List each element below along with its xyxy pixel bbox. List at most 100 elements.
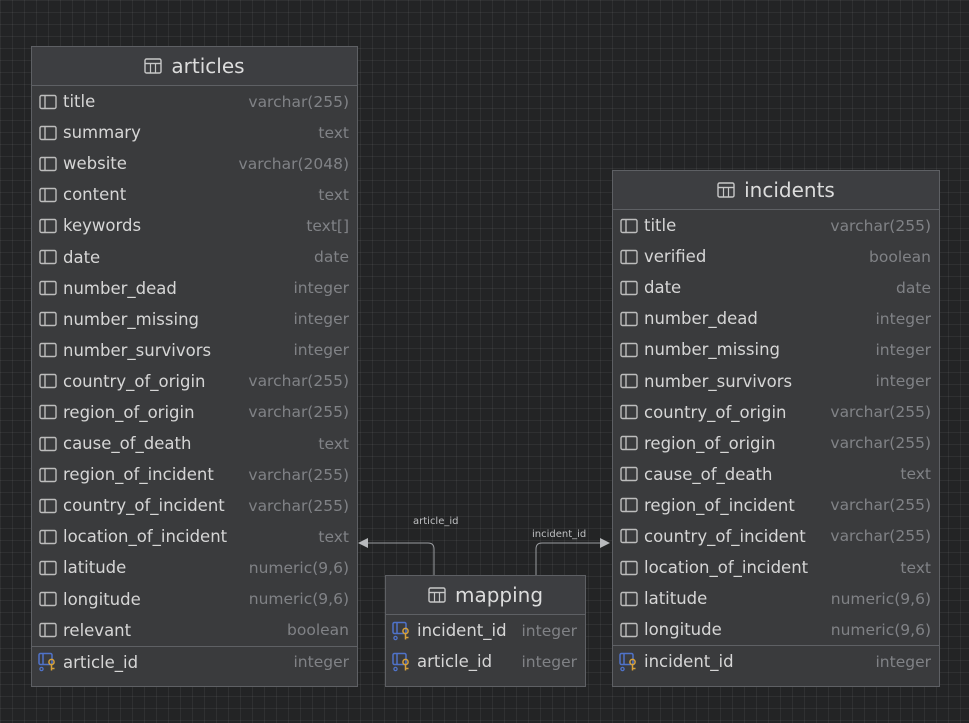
column-type: integer xyxy=(293,341,350,360)
column-icon xyxy=(38,371,58,391)
column-icon xyxy=(619,433,639,453)
column-type: text xyxy=(318,527,349,546)
column-icon xyxy=(38,589,58,609)
column-type: text xyxy=(318,434,349,453)
column-name: country_of_origin xyxy=(644,402,787,422)
column-icon xyxy=(38,496,58,516)
column-name: country_of_incident xyxy=(63,496,225,516)
column-type: integer xyxy=(875,309,932,328)
table-header[interactable]: mapping xyxy=(386,576,585,615)
column-name: longitude xyxy=(63,589,141,609)
column-row-country-of-origin[interactable]: country_of_origin varchar(255) xyxy=(613,397,939,428)
column-type: date xyxy=(314,248,349,267)
column-icon xyxy=(38,527,58,547)
column-type: integer xyxy=(521,621,578,640)
column-name: keywords xyxy=(63,216,142,236)
column-icon xyxy=(619,589,639,609)
column-type: text xyxy=(900,465,931,484)
column-name: article_id xyxy=(417,652,493,672)
column-icon xyxy=(38,92,58,112)
key-column-icon xyxy=(619,652,639,672)
column-type: text xyxy=(318,185,349,204)
column-row-content[interactable]: content text xyxy=(32,179,357,210)
column-type: varchar(255) xyxy=(830,403,931,422)
column-name: website xyxy=(63,154,127,174)
table-header[interactable]: incidents xyxy=(613,171,939,210)
column-row-location-of-incident[interactable]: location_of_incident text xyxy=(32,521,357,552)
table-title: mapping xyxy=(454,583,544,607)
column-row-longitude[interactable]: longitude numeric(9,6) xyxy=(32,584,357,615)
table-title: incidents xyxy=(744,178,835,202)
column-name: location_of_incident xyxy=(644,558,809,578)
column-name: incident_id xyxy=(644,652,734,672)
column-name: title xyxy=(644,216,677,236)
column-icon xyxy=(38,278,58,298)
column-type: boolean xyxy=(869,247,931,266)
column-icon xyxy=(619,247,639,267)
table-title: articles xyxy=(171,54,245,78)
column-type: numeric(9,6) xyxy=(248,590,349,609)
column-name: region_of_origin xyxy=(644,433,776,453)
column-icon xyxy=(38,434,58,454)
column-icon xyxy=(38,309,58,329)
column-icon xyxy=(619,309,639,329)
table-header[interactable]: articles xyxy=(32,47,357,86)
key-column-icon xyxy=(392,652,412,672)
column-name: location_of_incident xyxy=(63,527,228,547)
column-type: varchar(255) xyxy=(830,496,931,515)
column-type: varchar(255) xyxy=(248,465,349,484)
column-name: latitude xyxy=(644,589,708,609)
column-row-number-survivors[interactable]: number_survivors integer xyxy=(613,365,939,396)
column-type: integer xyxy=(875,340,932,359)
column-type: varchar(255) xyxy=(830,434,931,453)
column-name: country_of_origin xyxy=(63,371,206,391)
table-icon xyxy=(428,587,446,603)
column-name: number_survivors xyxy=(644,371,793,391)
column-type: numeric(9,6) xyxy=(830,589,931,608)
column-name: date xyxy=(644,278,682,298)
column-name: content xyxy=(63,185,127,205)
column-type: numeric(9,6) xyxy=(248,558,349,577)
column-row-region-of-origin[interactable]: region_of_origin varchar(255) xyxy=(613,428,939,459)
column-row-latitude[interactable]: latitude numeric(9,6) xyxy=(613,583,939,614)
relation-arrow-incidents xyxy=(600,538,610,548)
column-type: integer xyxy=(293,279,350,298)
column-type: varchar(255) xyxy=(248,403,349,422)
column-type: integer xyxy=(875,372,932,391)
column-type: integer xyxy=(293,653,350,672)
